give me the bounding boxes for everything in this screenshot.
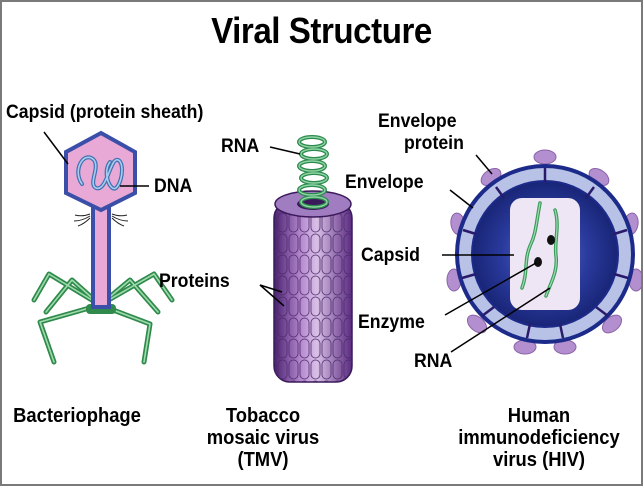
envelope-leader-line [449,189,474,209]
tail-sheath [91,205,111,309]
hiv-illustration [442,149,641,355]
diagram-title: Viral Structure [211,10,432,51]
proteins-leader-line [259,284,285,307]
bacteriophage-illustration [31,130,175,365]
label-proteins: Proteins [159,271,230,292]
label-dna: DNA [154,176,193,197]
tmv-illustration [259,135,353,383]
caption-hiv: Human immunodeficiency virus (HIV) [458,405,620,471]
label-enzyme: Enzyme [358,312,425,333]
enzyme-dot [547,235,555,245]
rna-leader-line [450,287,551,353]
capsid-head [64,130,137,213]
rna-leader-line [269,146,301,155]
enzyme-dot [534,257,542,267]
collar-whiskers [73,213,129,227]
label-rna-tmv: RNA [221,136,260,157]
label-capsid-hiv: Capsid [361,245,420,266]
enzyme-leader-line [444,262,537,316]
envelope-spokes [461,168,629,339]
capsid-core [510,198,580,310]
label-rna-hiv: RNA [414,351,453,372]
label-envelope-protein-line2: protein [404,133,464,154]
envelope-protein-leader-line [475,154,493,175]
label-capsid-protein-sheath: Capsid (protein sheath) [6,102,204,123]
caption-tmv: Tobacco mosaic virus (TMV) [206,405,320,471]
capsid-leader-line [43,131,69,165]
caption-bacteriophage: Bacteriophage [13,405,141,427]
label-envelope-protein-line1: Envelope [378,111,457,132]
label-envelope: Envelope [345,172,424,193]
